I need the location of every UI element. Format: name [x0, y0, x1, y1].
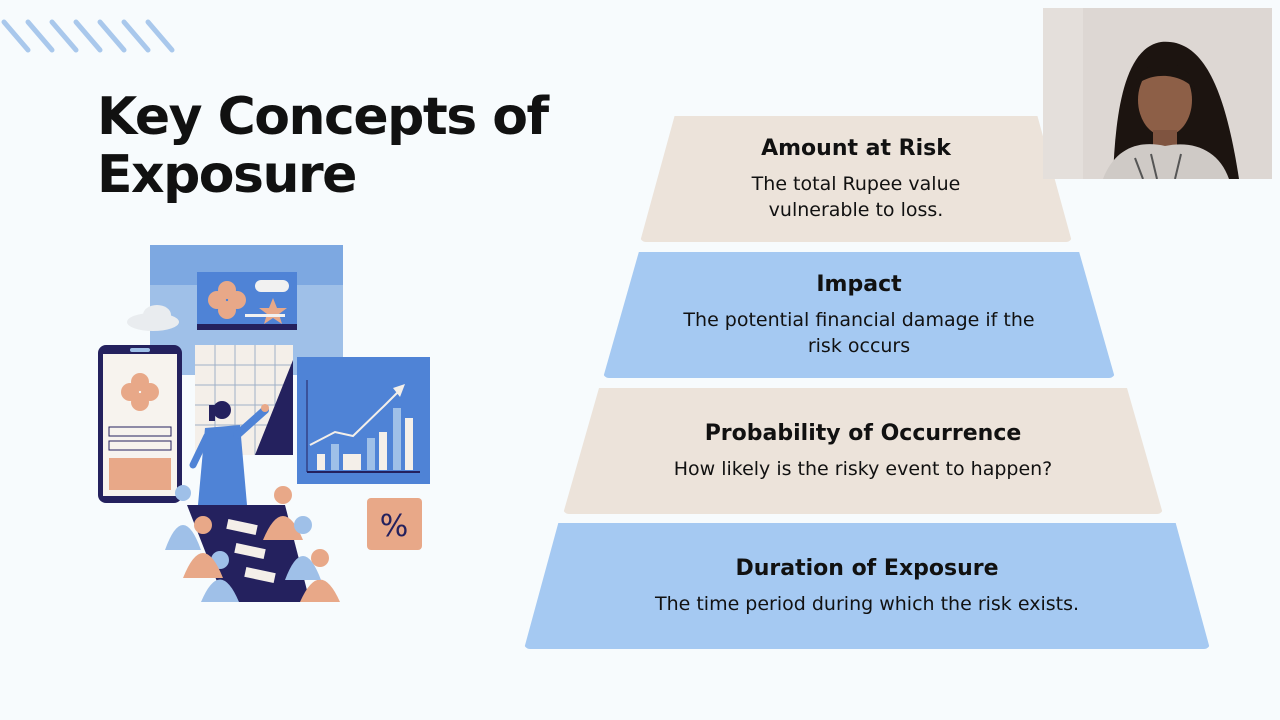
pyramid-tier-impact: Impact The potential financial damage if… — [603, 252, 1115, 378]
percent-badge: % — [380, 509, 409, 544]
tier-title: Amount at Risk — [761, 136, 951, 161]
business-presentation-illustration: % — [95, 240, 440, 610]
tier-title: Impact — [816, 272, 901, 297]
tier-title: Probability of Occurrence — [705, 421, 1022, 446]
decor-stripes-icon — [0, 14, 180, 58]
presenter-video-icon — [1043, 8, 1272, 179]
pyramid-tier-amount-at-risk: Amount at Risk The total Rupee value vul… — [640, 116, 1072, 242]
tier-description: How likely is the risky event to happen? — [674, 456, 1053, 482]
pyramid-tier-probability: Probability of Occurrence How likely is … — [563, 388, 1163, 514]
tier-description: The time period during which the risk ex… — [655, 591, 1079, 617]
tier-title: Duration of Exposure — [735, 556, 998, 581]
slide-title: Key Concepts of Exposure — [97, 88, 557, 204]
tier-description: The total Rupee value vulnerable to loss… — [710, 171, 1002, 223]
tier-description: The potential financial damage if the ri… — [673, 307, 1045, 359]
presenter-webcam — [1043, 8, 1272, 179]
pyramid-tier-duration: Duration of Exposure The time period dur… — [524, 523, 1210, 649]
